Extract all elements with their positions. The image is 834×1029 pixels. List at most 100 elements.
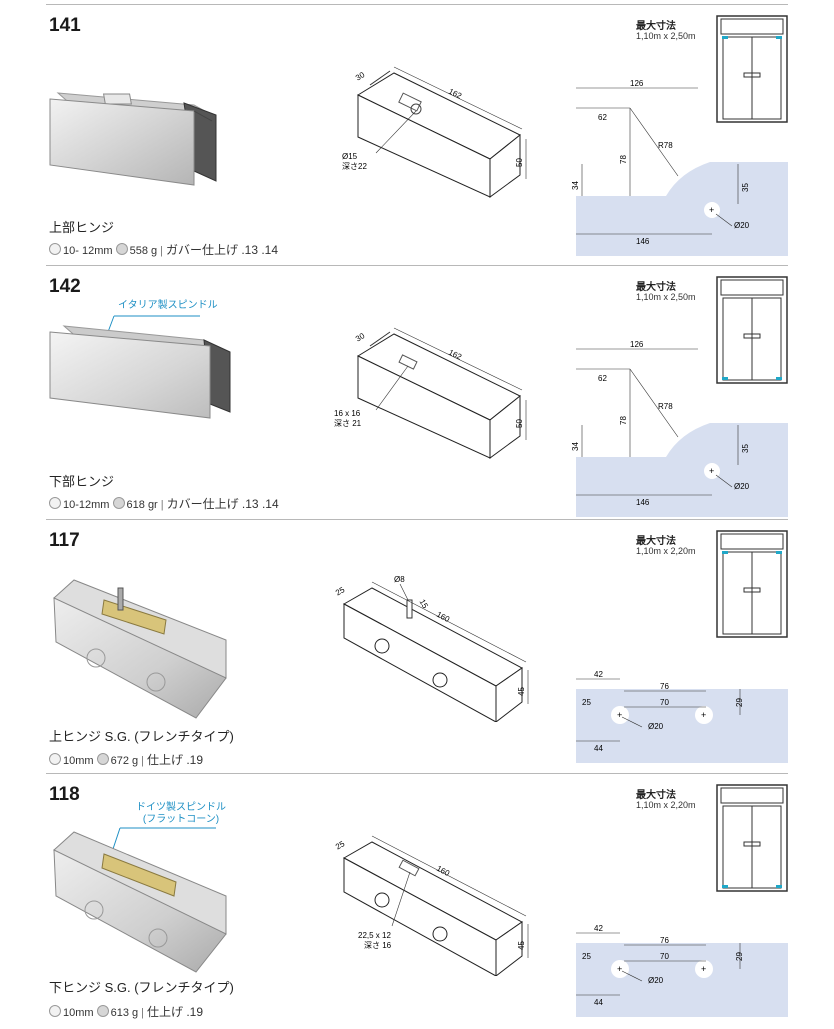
svg-text:62: 62 <box>598 113 607 122</box>
spindle-callout: イタリア製スピンドル <box>118 300 218 311</box>
glass-thickness-icon <box>49 243 61 255</box>
max-size-label: 最大寸法 <box>636 536 676 547</box>
weight-icon <box>115 243 128 255</box>
svg-text:15: 15 <box>418 598 431 611</box>
hinge-photo <box>49 325 231 419</box>
svg-text:34: 34 <box>571 181 580 190</box>
svg-text:62: 62 <box>598 374 607 383</box>
svg-text:+: + <box>709 205 714 215</box>
svg-text:22,5 x 12: 22,5 x 12 <box>358 931 391 940</box>
callout-line <box>107 315 200 333</box>
product-section-118: 118 ドイツ製スピンドル (フラットコーン) 25 160 45 22,5 <box>0 774 834 1029</box>
product-section-142: 142 イタリア製スピンドル 30 162 50 16 x 16 深さ 21 最… <box>0 266 834 521</box>
product-code: 118 <box>49 784 80 805</box>
product-code: 141 <box>49 15 81 36</box>
product-code: 142 <box>49 276 81 297</box>
hinge-photo <box>53 831 227 973</box>
svg-text:162: 162 <box>447 87 463 101</box>
svg-text:Ø20: Ø20 <box>648 722 664 731</box>
svg-text:深さ 16: 深さ 16 <box>364 941 392 950</box>
svg-text:44: 44 <box>594 998 603 1007</box>
svg-text:+: + <box>617 964 622 974</box>
product-code: 117 <box>49 530 80 551</box>
svg-text:146: 146 <box>636 237 650 246</box>
svg-text:25: 25 <box>582 698 591 707</box>
dimension-diagram: 126 62 78 R78 34 35 + Ø20 146 <box>571 80 788 256</box>
product-specs: 10mm 613 g|仕上げ .19 <box>49 1003 203 1020</box>
svg-text:50: 50 <box>515 419 524 428</box>
glass-thickness-icon <box>49 497 61 509</box>
svg-text:30: 30 <box>354 331 367 344</box>
svg-text:Ø20: Ø20 <box>734 482 750 491</box>
section-divider <box>46 773 788 774</box>
max-size: 1,10m x 2,50m <box>636 292 696 302</box>
technical-drawing: 25 Ø8 15 160 45 <box>334 575 529 722</box>
svg-text:78: 78 <box>619 416 628 425</box>
svg-text:Ø15: Ø15 <box>342 152 358 161</box>
svg-text:+: + <box>701 710 706 720</box>
svg-text:Ø8: Ø8 <box>394 575 405 584</box>
svg-text:45: 45 <box>517 941 526 950</box>
svg-text:25: 25 <box>582 952 591 961</box>
svg-text:35: 35 <box>741 183 750 192</box>
door-diagram <box>716 530 788 638</box>
spindle-callout: ドイツ製スピンドル (フラットコーン) <box>136 802 226 825</box>
svg-text:70: 70 <box>660 698 669 707</box>
dimension-diagram: + + 42 76 25 70 29 Ø20 44 <box>576 924 788 1017</box>
dimension-diagram: 126 62 78 R78 34 35 + Ø20 146 <box>571 341 788 517</box>
door-diagram <box>716 276 788 384</box>
max-size: 1,10m x 2,20m <box>636 546 696 556</box>
svg-text:70: 70 <box>660 952 669 961</box>
svg-text:76: 76 <box>660 936 669 945</box>
weight-icon <box>96 1005 109 1017</box>
svg-text:25: 25 <box>334 839 347 852</box>
product-section-141: 141 30 162 50 Ø15 深さ22 最大寸法 1,10m x 2,50… <box>0 5 834 260</box>
hinge-photo <box>53 579 227 719</box>
svg-text:29: 29 <box>735 952 744 961</box>
svg-text:16 x 16: 16 x 16 <box>334 409 361 418</box>
hinge-photo <box>49 92 217 186</box>
product-name: 上ヒンジ S.G. (フレンチタイプ) <box>49 729 234 744</box>
section-divider <box>46 4 788 5</box>
product-specs: 10-12mm 618 gr|カバー仕上げ .13 .14 <box>49 495 279 512</box>
svg-text:25: 25 <box>334 585 347 598</box>
max-size-label: 最大寸法 <box>636 282 676 293</box>
technical-drawing: 30 162 50 16 x 16 深さ 21 <box>334 327 527 459</box>
svg-text:R78: R78 <box>658 402 673 411</box>
svg-text:深さ 21: 深さ 21 <box>334 419 362 428</box>
svg-text:78: 78 <box>619 155 628 164</box>
svg-text:42: 42 <box>594 924 603 933</box>
door-diagram <box>716 15 788 123</box>
product-name: 下部ヒンジ <box>49 474 115 489</box>
max-size: 1,10m x 2,20m <box>636 800 696 810</box>
glass-thickness-icon <box>49 753 61 765</box>
section-divider <box>46 265 788 266</box>
svg-text:126: 126 <box>630 80 644 88</box>
svg-text:+: + <box>701 964 706 974</box>
svg-text:+: + <box>709 466 714 476</box>
svg-text:R78: R78 <box>658 141 673 150</box>
svg-text:50: 50 <box>515 158 524 167</box>
svg-text:162: 162 <box>447 348 463 362</box>
svg-text:30: 30 <box>354 70 367 83</box>
svg-text:44: 44 <box>594 744 603 753</box>
glass-thickness-icon <box>49 1005 61 1017</box>
section-divider <box>46 519 788 520</box>
svg-text:深さ22: 深さ22 <box>342 162 367 171</box>
product-specs: 10- 12mm 558 g|ガバー仕上げ .13 .14 <box>49 241 278 258</box>
product-specs: 10mm 672 g|仕上げ .19 <box>49 751 203 768</box>
product-section-117: 117 25 Ø8 15 160 45 最大寸法 1,10m x 2,20m <box>0 520 834 775</box>
weight-icon <box>96 753 109 765</box>
technical-drawing: 25 160 45 22,5 x 12 深さ 16 <box>334 835 529 976</box>
product-name: 上部ヒンジ <box>49 220 115 235</box>
svg-text:Ø20: Ø20 <box>648 976 664 985</box>
svg-text:126: 126 <box>630 341 644 349</box>
svg-text:76: 76 <box>660 682 669 691</box>
max-size-label: 最大寸法 <box>636 21 676 32</box>
svg-text:+: + <box>617 710 622 720</box>
svg-text:42: 42 <box>594 670 603 679</box>
door-diagram <box>716 784 788 892</box>
technical-drawing: 30 162 50 Ø15 深さ22 <box>342 66 527 198</box>
svg-text:146: 146 <box>636 498 650 507</box>
svg-text:29: 29 <box>735 698 744 707</box>
